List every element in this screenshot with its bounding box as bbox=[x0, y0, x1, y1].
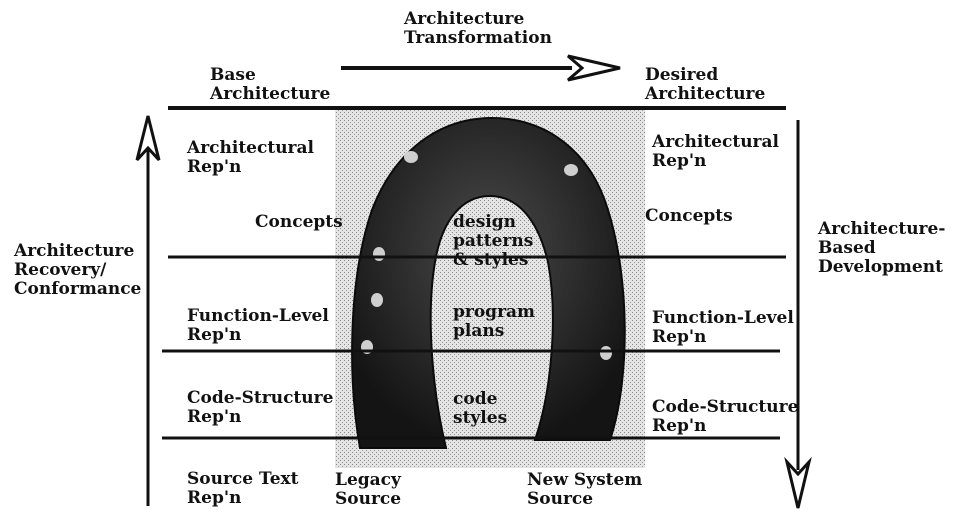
right-function-level-repn: Function-Level Rep'n bbox=[652, 308, 794, 347]
left-architectural-repn: Architectural Rep'n bbox=[187, 138, 314, 177]
code-styles-label: code styles bbox=[453, 389, 508, 428]
design-patterns-label: design patterns & styles bbox=[453, 212, 534, 270]
base-architecture-label: Base Architecture bbox=[210, 65, 331, 104]
right-concepts: Concepts bbox=[645, 206, 733, 226]
right-architectural-repn: Architectural Rep'n bbox=[652, 132, 779, 171]
transformation-label: Architecture Transformation bbox=[404, 9, 552, 48]
legacy-source-label: Legacy Source bbox=[335, 470, 402, 509]
new-system-source-label: New System Source bbox=[527, 470, 643, 509]
left-function-level-repn: Function-Level Rep'n bbox=[187, 306, 329, 345]
program-plans-label: program plans bbox=[453, 302, 536, 341]
transformation-arrow bbox=[341, 54, 621, 82]
left-concepts: Concepts bbox=[255, 212, 343, 232]
development-arrow bbox=[784, 120, 812, 509]
recovery-label: Architecture Recovery/ Conformance bbox=[14, 241, 142, 299]
horseshoe-icon bbox=[351, 116, 626, 449]
left-source-text-repn: Source Text Rep'n bbox=[187, 469, 299, 508]
right-code-structure-repn: Code-Structure Rep'n bbox=[652, 397, 799, 436]
left-code-structure-repn: Code-Structure Rep'n bbox=[187, 388, 334, 427]
desired-architecture-label: Desired Architecture bbox=[645, 65, 766, 104]
development-label: Architecture- Based Development bbox=[818, 219, 946, 277]
recovery-arrow bbox=[135, 115, 161, 506]
